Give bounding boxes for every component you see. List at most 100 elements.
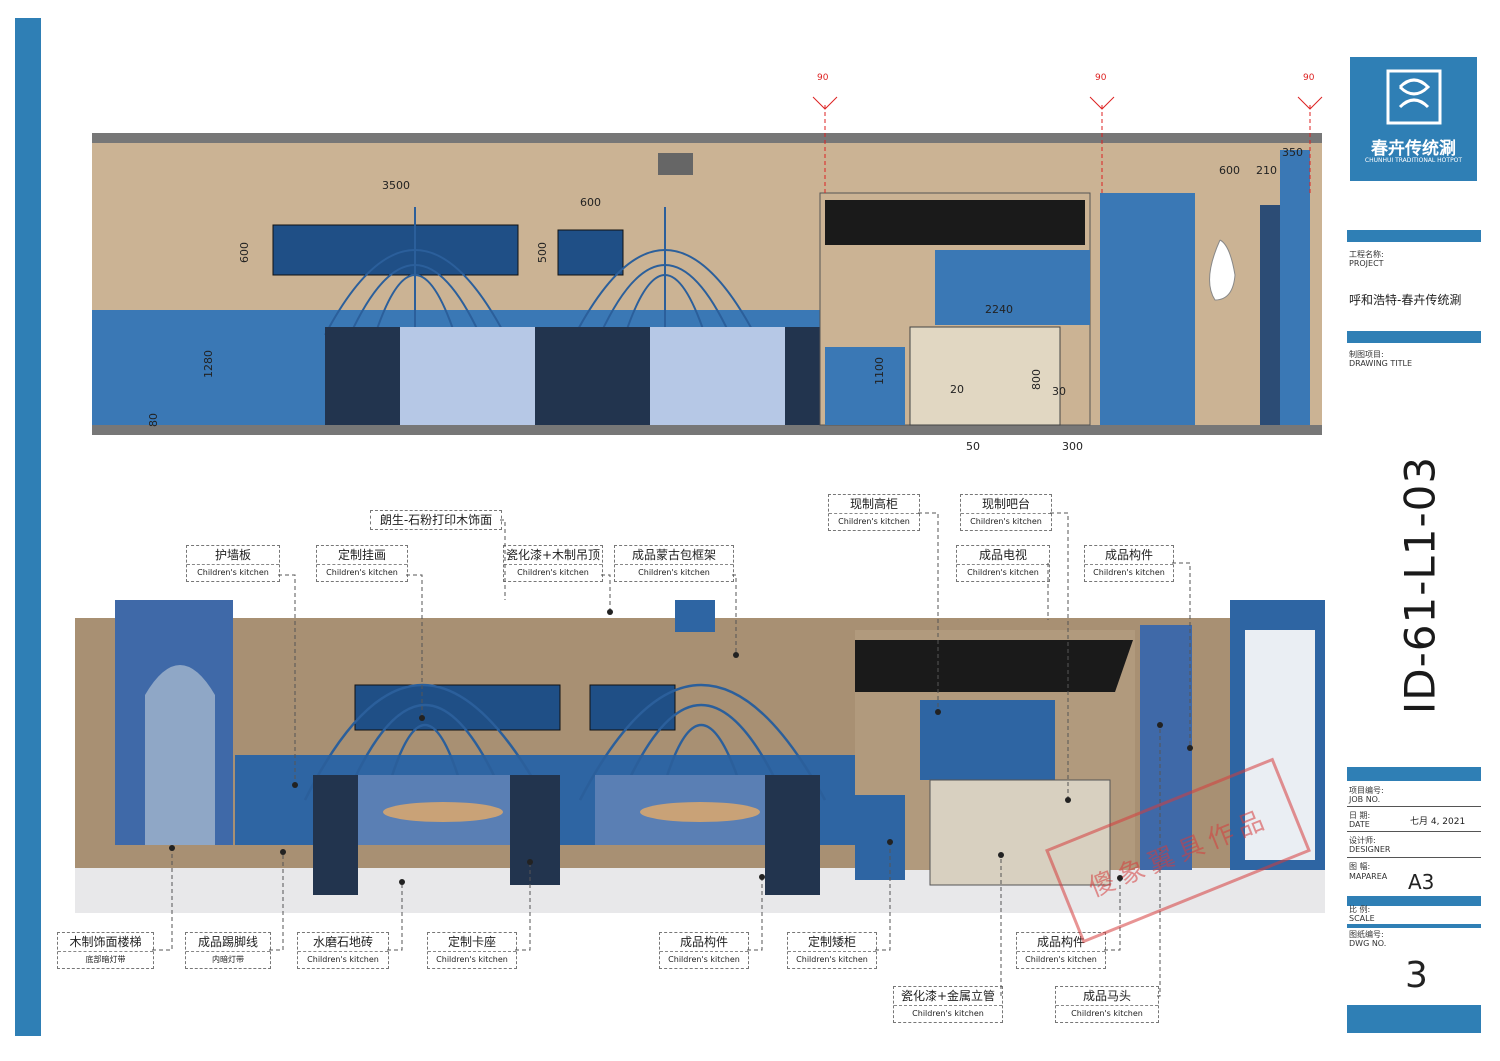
section-marker-label: 90 [817, 73, 829, 83]
titleblock-bar [1347, 767, 1481, 781]
titleblock-rule [1347, 806, 1481, 807]
booth-panel [575, 327, 655, 425]
dim-label: 80 [147, 413, 160, 427]
dwgno-value: 3 [1405, 955, 1428, 996]
maparea-label-en: MAPAREA [1349, 872, 1388, 881]
horse-head-icon [1209, 239, 1236, 301]
arched-door [145, 665, 215, 845]
section-markers [812, 96, 1323, 110]
dwgno-label-en: DWG NO. [1349, 939, 1387, 948]
ceiling-slab [92, 133, 1322, 143]
yurt-frame [324, 207, 756, 336]
drawing-number: ID-61-L1-03 [1395, 455, 1445, 715]
ceiling-lamp [675, 600, 715, 632]
dim-label: 1280 [202, 350, 215, 378]
date-value: 七月 4, 2021 [1410, 817, 1466, 827]
low-cabinet [855, 795, 905, 880]
titleblock-rule [1347, 857, 1481, 858]
designer-label-cn: 设计师: [1349, 836, 1376, 845]
mural-painting [272, 224, 519, 276]
project-label-en: PROJECT [1349, 259, 1384, 268]
titleblock-bar [1347, 230, 1481, 242]
booth-panel [325, 327, 405, 425]
mural-painting [354, 684, 561, 731]
dim-label: 50 [966, 440, 980, 453]
vent [658, 153, 693, 175]
dim-label: 800 [1030, 369, 1043, 390]
bar-counter [909, 326, 1061, 426]
booth-panel [765, 775, 820, 895]
maparea-value: A3 [1408, 870, 1435, 894]
round-table [640, 802, 760, 822]
dim-label: 210 [1256, 164, 1277, 177]
callout-label: 木制饰面楼梯底部暗灯带 [57, 932, 154, 969]
blue-panel [1100, 193, 1195, 425]
dim-label: 600 [580, 196, 601, 209]
titleblock-bar [1347, 331, 1481, 343]
tv-screens [825, 200, 1085, 245]
maparea-label-cn: 图 幅: [1349, 862, 1371, 871]
dim-label: 350 [1282, 146, 1303, 159]
tv-screens [855, 640, 1133, 692]
section-lines [824, 105, 1311, 195]
job-label-cn: 项目编号: [1349, 786, 1384, 795]
logo-subtitle: CHUNHUI TRADITIONAL HOTPOT [1364, 157, 1463, 164]
decor-strip [1260, 205, 1282, 425]
section-marker-label: 90 [1303, 73, 1315, 83]
booth-panel [313, 775, 358, 895]
section-marker-label: 90 [1095, 73, 1107, 83]
window-glass [1245, 630, 1315, 860]
bar-back [920, 700, 1055, 780]
dim-label: 1100 [873, 357, 886, 385]
dim-label: 300 [1062, 440, 1083, 453]
date-label-en: DATE [1349, 820, 1370, 829]
project-label-cn: 工程名称: [1349, 250, 1384, 259]
callout-label: 朗生-石粉打印木饰面 [370, 510, 502, 530]
logo-pattern-icon [1386, 69, 1442, 125]
booth-panel [510, 775, 560, 885]
date-label-cn: 日 期: [1349, 811, 1371, 820]
titleblock-bar [1347, 896, 1481, 906]
dim-label: 30 [1052, 385, 1066, 398]
blue-column [1280, 150, 1310, 425]
dim-label: 20 [950, 383, 964, 396]
booth-seat [400, 327, 540, 425]
drawing-title-label-cn: 制图项目: [1349, 350, 1384, 359]
wainscot-panel [92, 310, 332, 425]
dim-label: 600 [238, 242, 251, 263]
dim-label: 500 [536, 242, 549, 263]
titleblock-bar [1347, 1005, 1481, 1033]
floor-slab [92, 425, 1322, 435]
mural-painting [557, 229, 624, 276]
low-cabinet [825, 347, 905, 425]
left-margin-bar [15, 18, 41, 1036]
logo-title: 春卉传统涮 [1371, 139, 1456, 159]
elevation-drawing [92, 96, 1323, 435]
designer-label-en: DESIGNER [1349, 845, 1391, 854]
brand-logo [1350, 57, 1477, 181]
job-label-en: JOB NO. [1349, 795, 1381, 804]
dim-label: 2240 [985, 303, 1013, 316]
callout-label: 成品踢脚线内暗灯带 [185, 932, 271, 969]
drawing-title-label-en: DRAWING TITLE [1349, 359, 1413, 368]
scale-label-cn: 比 例: [1349, 905, 1371, 914]
dim-label: 3500 [382, 179, 410, 192]
scale-label-en: SCALE [1349, 914, 1375, 923]
dwgno-label-cn: 图纸编号: [1349, 930, 1384, 939]
titleblock-bar [1347, 924, 1481, 928]
round-table [383, 802, 503, 822]
